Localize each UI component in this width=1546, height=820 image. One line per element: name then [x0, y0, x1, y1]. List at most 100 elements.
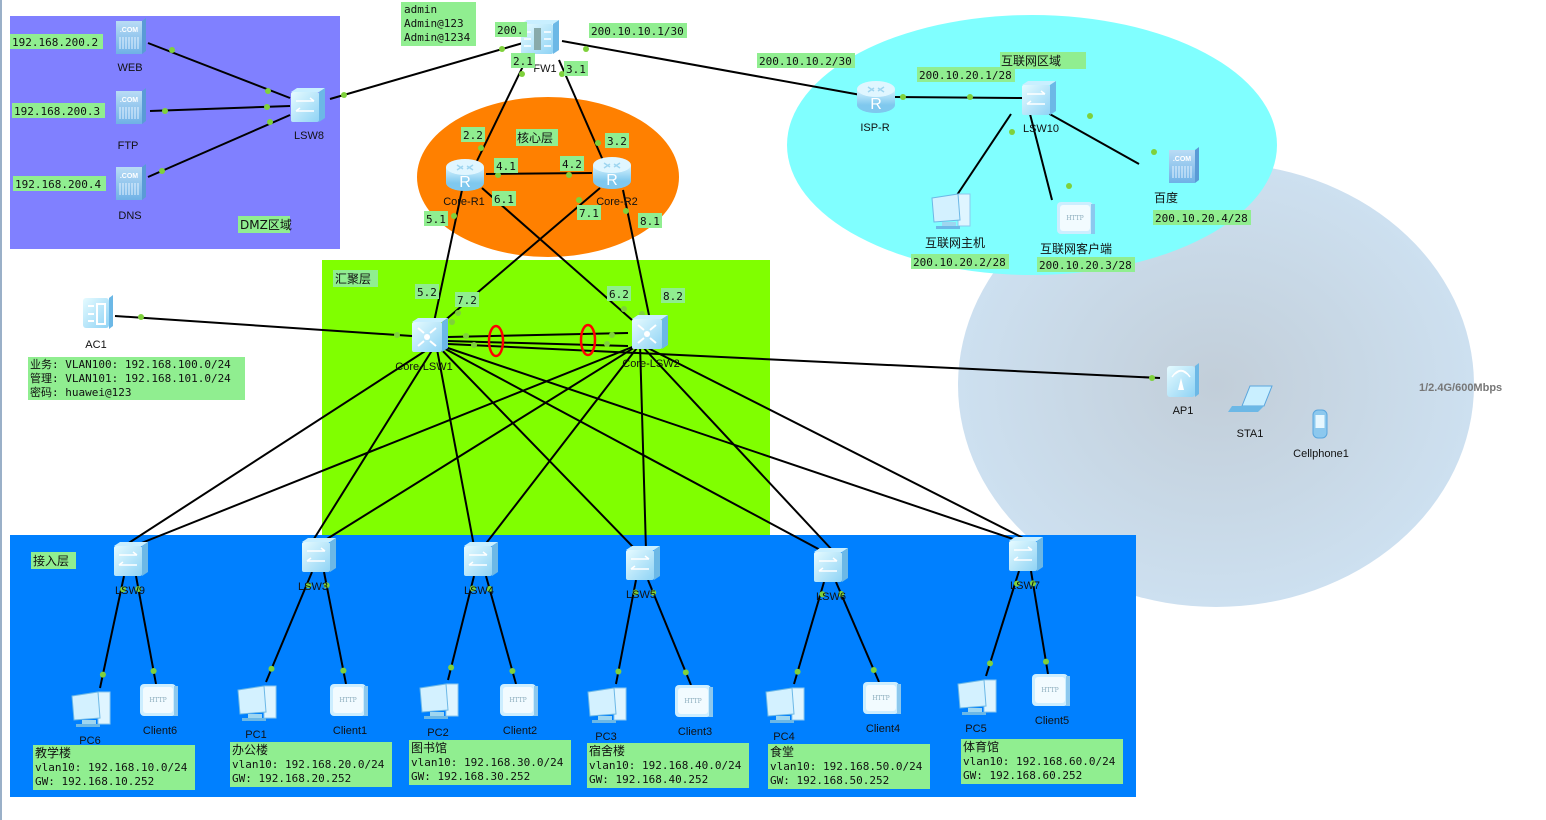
lsw2-r2-ip-label: 8.2 [663, 290, 683, 303]
core-lsw2-switch-icon[interactable] [631, 314, 669, 350]
lsw6-switch-icon[interactable] [813, 547, 849, 583]
ip-labels: 192.168.200.2 192.168.200.3 192.168.200.… [10, 2, 1502, 569]
link-lsw1-lsw2-b [447, 340, 629, 347]
ac1-controller-icon[interactable] [82, 294, 114, 330]
link-lsw10-host [956, 113, 1012, 196]
building-note-bg [961, 739, 1123, 784]
dmz-zone [10, 16, 340, 249]
link-core-lsw1-lsw9 [123, 343, 437, 547]
web-server-icon[interactable] [115, 17, 147, 55]
lsw8-switch-icon[interactable] [290, 87, 326, 123]
lsw3-switch-icon[interactable] [301, 537, 337, 573]
port-dot [623, 208, 629, 214]
port-dot [1043, 658, 1049, 665]
core-r1-router-icon[interactable] [445, 158, 485, 192]
fw-dmz-ip-label: 200. [497, 24, 524, 37]
cellphone1-icon[interactable] [1312, 409, 1328, 439]
dns-server-icon[interactable] [115, 163, 147, 201]
link-core-lsw2-lsw6 [639, 343, 835, 553]
stack-ring-2 [579, 323, 597, 357]
port-dot [469, 585, 476, 592]
port-dot [265, 88, 271, 94]
building-gateway: GW: 192.168.10.252 [35, 775, 154, 788]
link-lsw10-client [1029, 113, 1053, 201]
building-vlan: vlan10: 192.168.50.0/24 [770, 760, 923, 773]
baidu-server-icon[interactable] [1168, 146, 1200, 184]
building-name: 体育馆 [963, 739, 999, 754]
port-dot [566, 172, 572, 178]
ftp-ip-label: 192.168.200.3 [14, 105, 100, 118]
port-dot [519, 71, 525, 77]
port-dot [1066, 183, 1072, 189]
link-core-lsw1-lsw6 [435, 343, 825, 553]
client3-icon[interactable] [675, 685, 713, 717]
client4-icon[interactable] [863, 682, 901, 714]
link-lsw10-baidu [1038, 107, 1140, 165]
fw-r1-ip-label: 2.1 [513, 55, 533, 68]
core-r2-router-icon[interactable] [592, 156, 632, 190]
client2-icon[interactable] [500, 684, 538, 716]
building-vlan: vlan10: 192.168.60.0/24 [963, 755, 1116, 768]
port-dot [471, 342, 477, 348]
client1-icon[interactable] [330, 684, 368, 716]
core-lsw2-label: Core-LSW2 [622, 358, 679, 370]
link-lsw7-client5 [1030, 570, 1049, 675]
ap1-access-point-icon[interactable] [1166, 362, 1200, 398]
port-dot [455, 310, 461, 316]
aggregation-zone-label: 汇聚层 [335, 272, 371, 286]
port-dot [159, 168, 165, 174]
isp-r-router-icon[interactable] [856, 80, 896, 114]
ftp-server-icon[interactable] [115, 87, 147, 125]
port-dot [609, 332, 615, 338]
fw-note-line-2: Admin@123 [404, 17, 464, 30]
port-dot [267, 119, 273, 125]
sta1-label: STA1 [1237, 428, 1264, 440]
lsw9-switch-icon[interactable] [113, 541, 149, 577]
link-core-lsw1-lsw4 [435, 343, 475, 547]
client5-icon[interactable] [1032, 674, 1070, 706]
fw1-label: FW1 [533, 63, 556, 75]
client6-icon[interactable] [140, 684, 178, 716]
port-dot [169, 47, 175, 53]
internet-client-icon[interactable] [1057, 202, 1095, 234]
building-vlan: vlan10: 192.168.10.0/24 [35, 761, 188, 774]
core-lsw1-switch-icon[interactable] [411, 317, 449, 353]
building-gateway: GW: 192.168.60.252 [963, 769, 1082, 782]
canvas-left-border [0, 0, 2, 820]
port-dot [451, 213, 457, 219]
lsw9-label: LSW9 [115, 585, 145, 597]
port-dot [682, 669, 689, 676]
building-gateway: GW: 192.168.50.252 [770, 774, 889, 787]
lsw7-switch-icon[interactable] [1008, 536, 1044, 572]
internet-client-ip-label: 200.10.20.3/28 [1039, 259, 1132, 272]
pc5-label: PC5 [965, 723, 986, 735]
isp-uplink-ip-label: 200.10.10.2/30 [759, 55, 852, 68]
port-dot [138, 314, 144, 320]
access-zone-label: 接入层 [33, 553, 69, 568]
port-dot [463, 333, 469, 339]
lsw10-switch-icon[interactable] [1021, 80, 1057, 116]
port-dot [819, 591, 826, 598]
link-lsw5-pc3 [615, 579, 637, 685]
link-core-lsw1-lsw7 [435, 343, 1020, 542]
pc3-label: PC3 [595, 731, 616, 743]
link-lsw6-pc4 [793, 581, 825, 685]
port-dot [900, 94, 906, 100]
port-dot [499, 46, 505, 52]
access-uplinks [123, 343, 1030, 553]
building-name: 图书馆 [411, 740, 447, 755]
building-gateway: GW: 192.168.30.252 [411, 770, 530, 783]
lsw4-switch-icon[interactable] [463, 541, 499, 577]
lsw5-switch-icon[interactable] [625, 545, 661, 581]
port-dot [1009, 129, 1015, 135]
dns-ip-label: 192.168.200.4 [15, 178, 101, 191]
port-dot [632, 589, 639, 596]
port-dot [150, 668, 157, 674]
ac-note-line-3: 密码: huawei@123 [30, 385, 131, 399]
pc4-label: PC4 [773, 731, 794, 743]
port-dot [604, 341, 610, 347]
r2-r1-ip-label: 4.2 [562, 158, 582, 171]
link-lsw1-lsw2-a [447, 332, 629, 338]
